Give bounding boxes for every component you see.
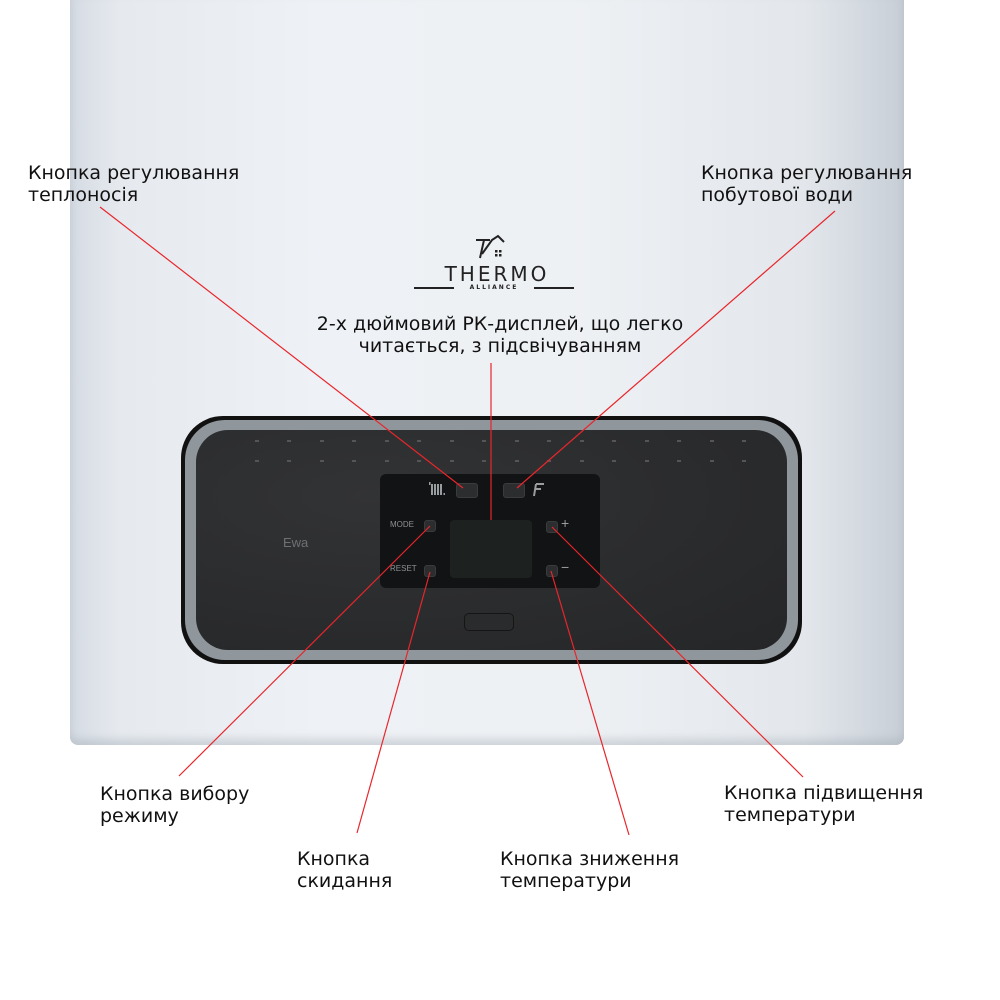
brand-name: THERMO: [444, 262, 550, 286]
panel-cover-latch[interactable]: [464, 613, 514, 631]
tap-icon: [533, 483, 544, 497]
callout-heating-button: Кнопка регулювання теплоносія: [28, 162, 240, 206]
radiator-icon: [429, 482, 445, 495]
model-label: Ewa: [283, 535, 309, 550]
lcd-display: [450, 520, 532, 578]
callout-mode-button: Кнопка вибору режиму: [100, 783, 250, 827]
house-logo-icon: [476, 234, 505, 259]
logo-divider-right: [534, 287, 574, 289]
callout-reset-button: Кнопка скидання: [297, 848, 393, 892]
reset-button[interactable]: [424, 565, 436, 577]
callout-minus-button: Кнопка зниження температури: [500, 848, 680, 892]
dhw-adjust-button[interactable]: [503, 483, 525, 498]
temperature-up-button[interactable]: [546, 521, 558, 533]
minus-symbol: −: [561, 559, 570, 575]
callout-dhw-button: Кнопка регулювання побутової води: [701, 162, 913, 206]
heating-adjust-button[interactable]: [456, 483, 478, 498]
plus-symbol: +: [561, 515, 570, 531]
callout-lcd-display: 2-х дюймовий РК-дисплей, що легко читаєт…: [316, 313, 684, 357]
mode-button[interactable]: [424, 520, 436, 532]
brand-subname: ALLIANCE: [469, 284, 519, 291]
temperature-down-button[interactable]: [546, 565, 558, 577]
callout-plus-button: Кнопка підвищення температури: [724, 782, 924, 826]
brand-logo: THERMO ALLIANCE: [414, 232, 574, 296]
mode-label: MODE: [390, 520, 414, 529]
reset-label: RESET: [390, 564, 417, 573]
